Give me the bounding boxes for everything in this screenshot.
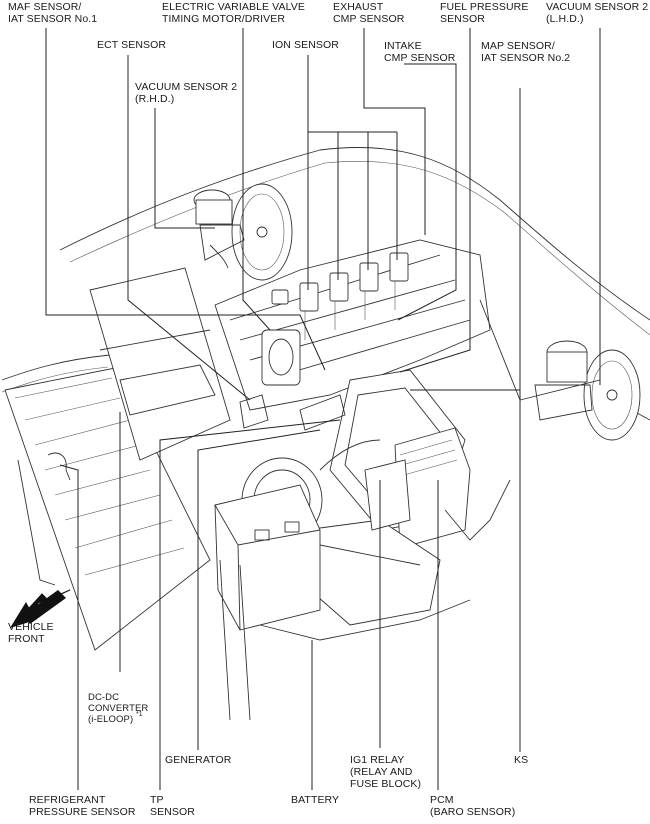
arrow-down-left-icon	[10, 589, 71, 628]
radiator-support	[89, 267, 231, 461]
map-sensor-label: MAP SENSOR/IAT SENSOR No.2	[481, 40, 571, 64]
maf-sensor-label: MAF SENSOR/IAT SENSOR No.1	[8, 1, 98, 25]
dcdc-footnote-marker: *1	[136, 711, 143, 718]
leader-lines	[45, 28, 601, 790]
ect-sensor-label: ECT SENSOR	[97, 39, 167, 51]
ks-label: KS	[514, 754, 529, 766]
battery-label: BATTERY	[291, 794, 340, 806]
vacuum-sensor-rhd-label: VACUUM SENSOR 2(R.H.D.)	[135, 81, 238, 105]
battery	[214, 484, 321, 631]
brake-booster-lhd	[534, 340, 641, 441]
pcm-label: PCM(BARO SENSOR)	[430, 794, 516, 818]
radiator	[4, 367, 211, 651]
generator-label: GENERATOR	[165, 754, 232, 766]
relay-fuse-block	[364, 459, 411, 531]
ion-sensor-label: ION SENSOR	[272, 39, 339, 51]
brake-booster-rhd	[193, 183, 293, 281]
engine-head	[214, 239, 491, 411]
vacuum-sensor-lhd-label: VACUUM SENSOR 2(L.H.D.)	[546, 1, 649, 25]
